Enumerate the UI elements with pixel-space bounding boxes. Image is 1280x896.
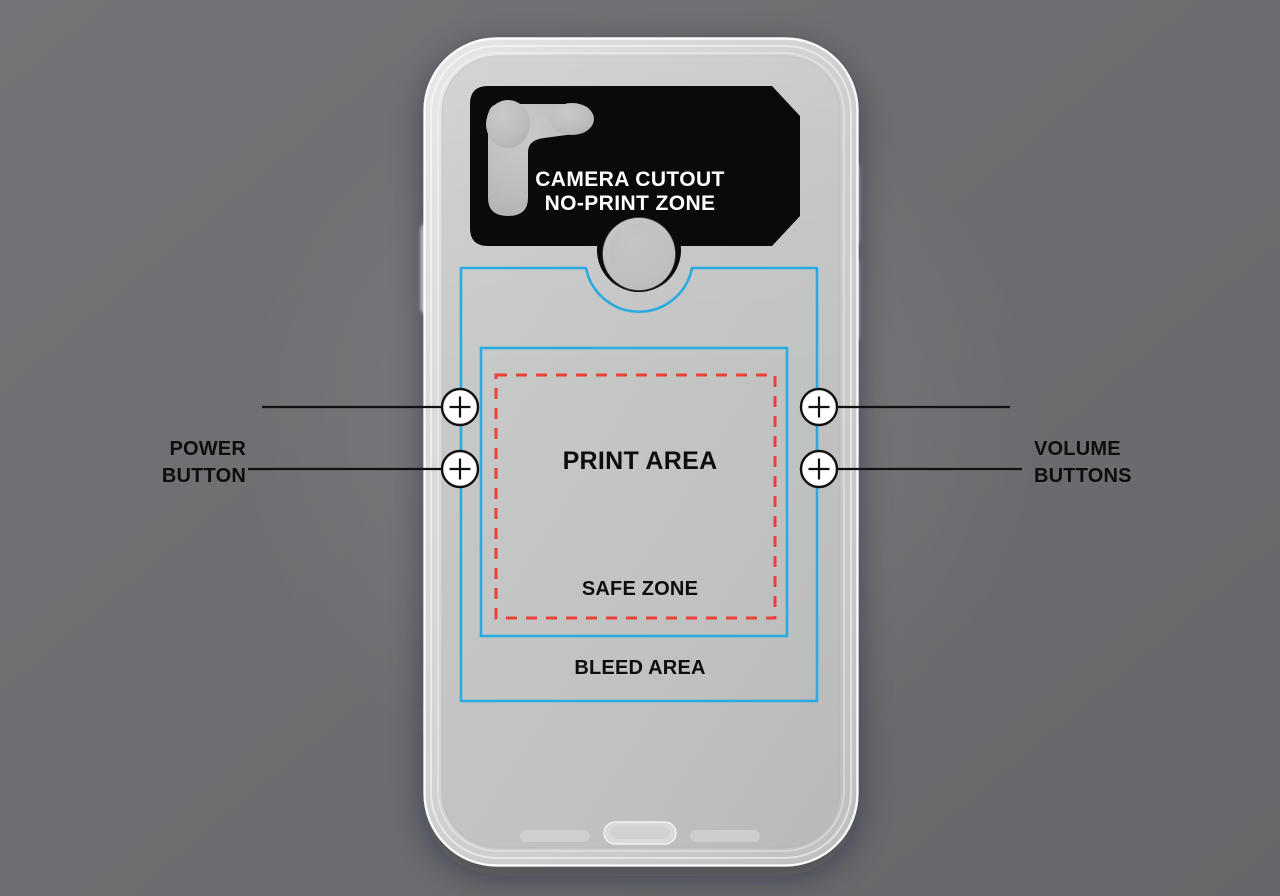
callout-leader-lines [248, 405, 1022, 471]
volume-marker-bottom [799, 449, 839, 489]
camera-cutout-zone [470, 86, 800, 246]
print-area-outline [479, 346, 789, 638]
charging-port-cutout [520, 821, 760, 845]
bleed-area-outline [459, 266, 819, 703]
volume-marker-top [799, 387, 839, 427]
power-marker-top [440, 387, 480, 427]
safe-zone-outline [494, 373, 777, 620]
power-marker-bottom [440, 449, 480, 489]
fingerprint-cutout [597, 208, 681, 292]
callout-markers [440, 387, 839, 489]
